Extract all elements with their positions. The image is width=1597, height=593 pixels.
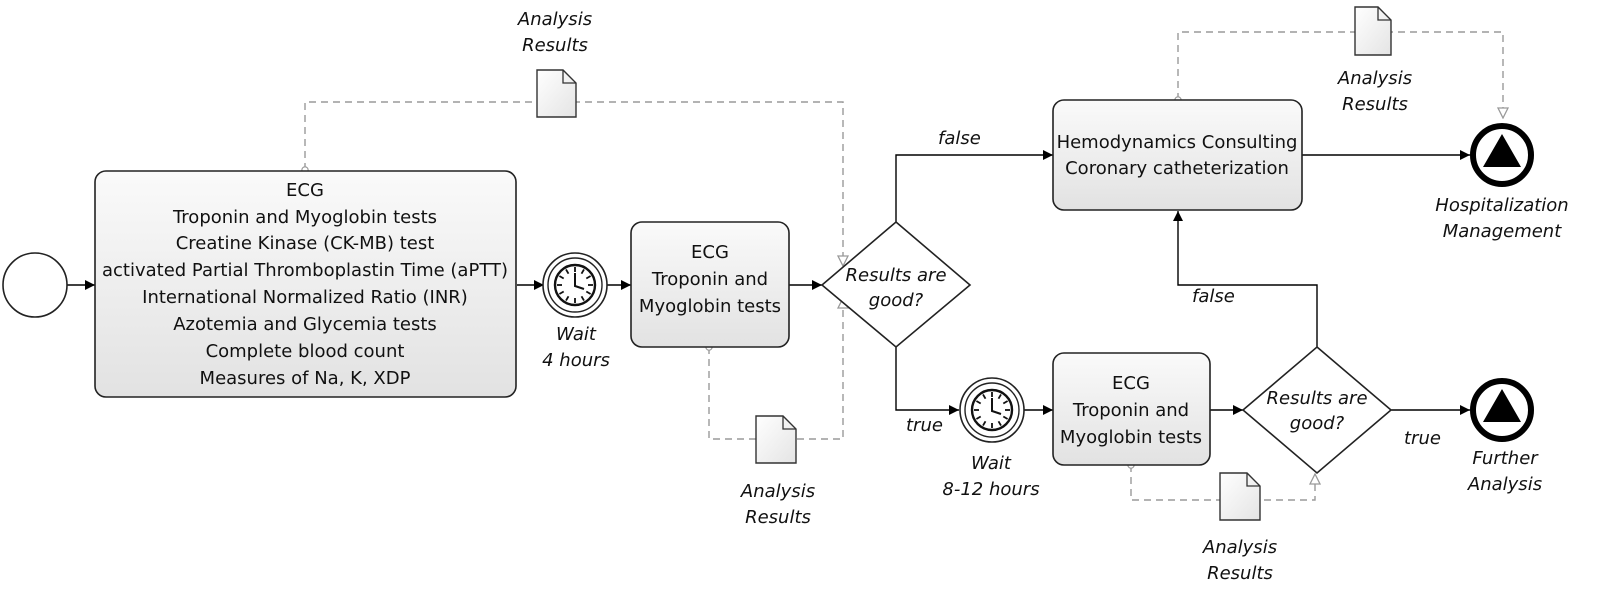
task-line-aptt: activated Partial Thromboplastin Time (a… [102,260,508,281]
end-further-line-1: Further [1472,448,1539,469]
task-repeat-2-line-1: ECG [1112,373,1150,394]
gateway-results-2[interactable]: Results are good? [1241,345,1393,475]
flow-gateway1-false [895,150,1053,222]
task-repeat-2-line-3: Myoglobin tests [1060,427,1202,448]
data-object-doc-2[interactable] [755,415,797,464]
gateway-results-1[interactable]: Results are good? [820,220,972,349]
doc-3-line-1: Analysis [1337,68,1412,89]
task-line-na-k-xdp: Measures of Na, K, XDP [200,368,411,389]
task-line-azotemia: Azotemia and Glycemia tests [173,314,437,335]
doc-2-line-1: Analysis [740,481,815,502]
gateway-2-false-label: false [1192,286,1235,307]
gateway-2-line-2: good? [1290,413,1345,434]
end-event-further-analysis[interactable] [1470,378,1534,442]
gateway-1-true-label: true [906,415,943,436]
task-repeat-tests-2[interactable]: ECG Troponin and Myoglobin tests [1052,352,1211,466]
end-event-hospitalization[interactable] [1470,123,1534,187]
task-repeat-1-line-1: ECG [691,242,729,263]
timer-event-1[interactable] [542,252,608,318]
clock-icon [970,388,1014,432]
data-object-doc-4[interactable] [1219,472,1261,521]
task-hemo-line-2: Coronary catheterization [1065,158,1289,179]
task-hemo-line-1: Hemodynamics Consulting [1057,132,1298,153]
task-repeat-1-line-3: Myoglobin tests [639,296,781,317]
task-repeat-tests-1[interactable]: ECG Troponin and Myoglobin tests [630,221,790,348]
doc-2-line-2: Results [745,507,811,528]
timer-2-label-duration: 8-12 hours [942,479,1039,500]
end-further-line-2: Analysis [1467,474,1542,495]
clock-icon [553,263,597,307]
doc-3-line-2: Results [1342,94,1408,115]
gateway-2-line-1: Results are [1266,388,1367,409]
triangle-icon [1483,134,1521,167]
task-line-inr: International Normalized Ratio (INR) [142,287,468,308]
doc-4-line-2: Results [1207,563,1273,584]
data-object-doc-3[interactable] [1354,6,1392,56]
flow-gateway1-true [895,347,959,415]
task-hemodynamics[interactable]: Hemodynamics Consulting Coronary cathete… [1052,99,1303,211]
data-object-doc-1[interactable] [536,69,577,118]
association-line-doc-3 [1178,31,1503,118]
end-hospitalization-line-2: Management [1443,221,1563,242]
gateway-1-line-2: good? [869,290,924,311]
timer-2-label-wait: Wait [971,453,1012,474]
task-initial-tests[interactable]: ECG Troponin and Myoglobin tests Creatin… [94,170,517,398]
task-line-troponin: Troponin and Myoglobin tests [172,207,437,228]
timer-event-2[interactable] [959,377,1025,443]
task-repeat-1-line-2: Troponin and [651,269,768,290]
gateway-1-false-label: false [938,128,981,149]
start-event[interactable] [2,252,68,318]
timer-1-label-wait: Wait [556,324,597,345]
doc-1-line-1: Analysis [517,9,592,30]
gateway-1-line-1: Results are [845,265,946,286]
task-line-blood-count: Complete blood count [206,341,405,362]
task-repeat-2-line-2: Troponin and [1072,400,1189,421]
timer-1-label-duration: 4 hours [542,350,610,371]
gateway-2-true-label: true [1404,428,1441,449]
task-line-ck-mb: Creatine Kinase (CK-MB) test [176,233,435,254]
flow-gateway2-false [1173,211,1318,347]
task-line-ecg: ECG [286,180,324,201]
triangle-icon [1483,389,1521,422]
doc-4-line-1: Analysis [1202,537,1277,558]
end-hospitalization-line-1: Hospitalization [1435,195,1568,216]
doc-1-line-2: Results [522,35,588,56]
